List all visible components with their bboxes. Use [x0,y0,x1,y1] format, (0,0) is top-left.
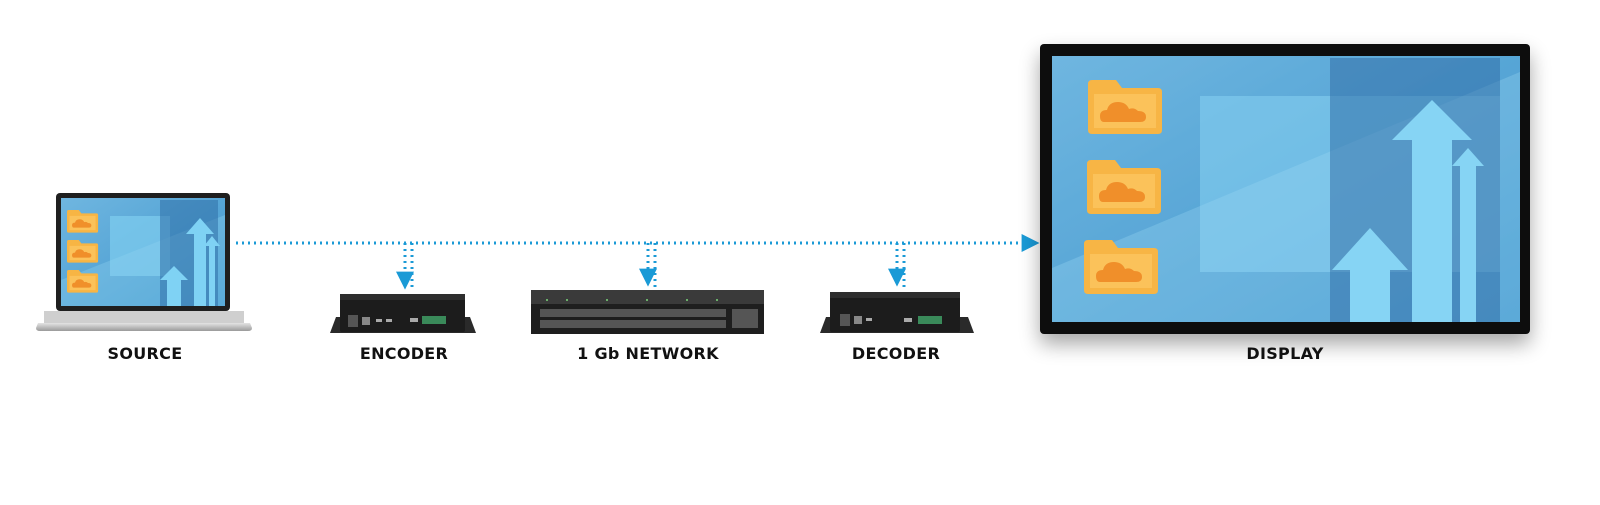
node-label-encoder: ENCODER [359,344,449,363]
network-switch-icon [531,290,764,334]
display-screen-icon [1040,44,1530,334]
encoder-box-icon [330,294,476,333]
decoder-box-icon [820,292,974,333]
node-label-display: DISPLAY [1246,344,1324,363]
node-label-decoder: DECODER [851,344,941,363]
node-label-network: 1 Gb NETWORK [577,344,719,363]
signal-lines [236,234,1040,290]
node-label-source: SOURCE [107,344,183,363]
laptop-icon [36,193,252,331]
